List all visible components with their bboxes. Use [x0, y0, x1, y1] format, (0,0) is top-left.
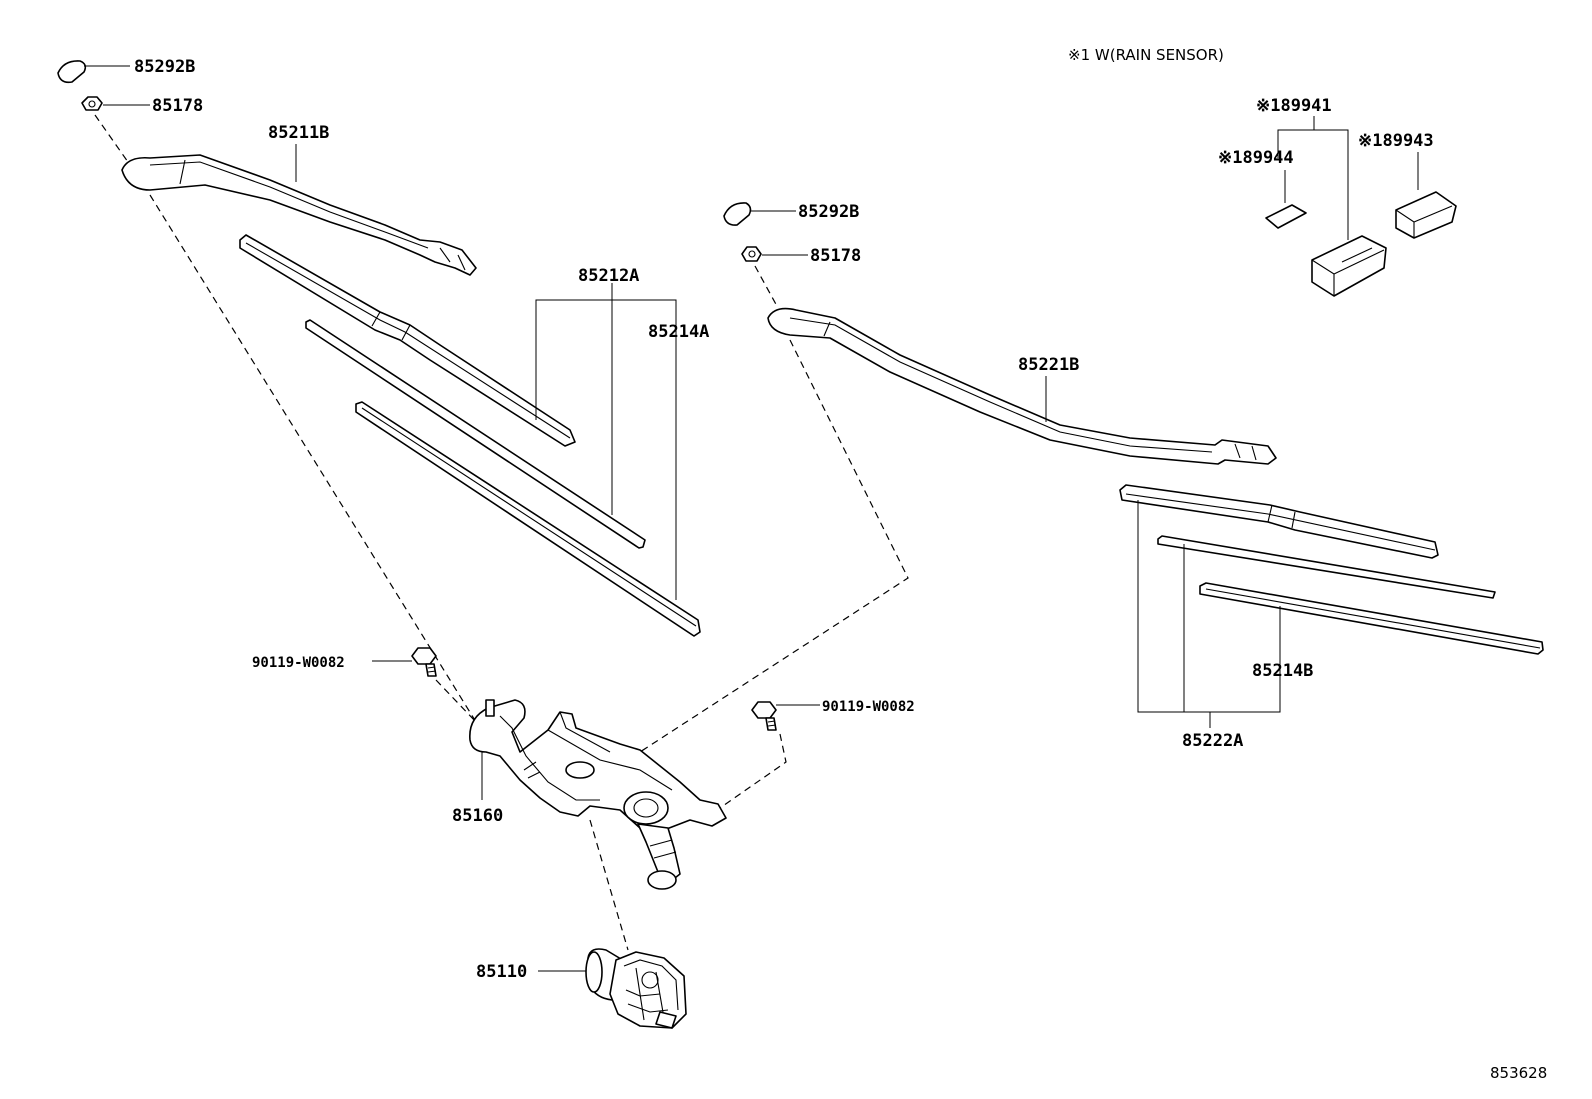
- wiper-linkage-85160[interactable]: [469, 699, 727, 890]
- label-85214a: 85214A: [648, 322, 709, 342]
- label-85110: 85110: [476, 962, 527, 982]
- cap-85292b-right[interactable]: [723, 202, 752, 226]
- label-85222a: 85222A: [1182, 731, 1243, 751]
- wiper-arm-85211b[interactable]: [121, 154, 477, 276]
- label-85292b-mid: 85292B: [798, 202, 859, 222]
- sensor-pad-89944[interactable]: [1265, 204, 1307, 229]
- nut-85178-right[interactable]: [741, 246, 762, 262]
- wiper-blade-85222a[interactable]: [1119, 484, 1439, 559]
- label-bolt-left: 90119-W0082: [252, 655, 345, 671]
- label-85178-mid: 85178: [810, 246, 861, 266]
- label-85292b-top: 85292B: [134, 57, 195, 77]
- diagram-id: 853628: [1490, 1064, 1547, 1082]
- cap-85292b-left[interactable]: [57, 60, 87, 84]
- label-89944: ※189944: [1218, 148, 1294, 168]
- label-85160: 85160: [452, 806, 503, 826]
- label-89943: ※189943: [1358, 131, 1434, 151]
- sensor-cover-89943[interactable]: [1395, 191, 1457, 239]
- label-85212a: 85212A: [578, 266, 639, 286]
- bolt-90119-w0082-left[interactable]: [411, 647, 437, 677]
- bolt-90119-w0082-right[interactable]: [751, 701, 777, 731]
- rain-sensor-note: ※1 W(RAIN SENSOR): [1068, 46, 1224, 64]
- wiper-blade-85212a[interactable]: [239, 234, 576, 447]
- blade-refill-85214b[interactable]: [1199, 582, 1544, 655]
- label-85211b: 85211B: [268, 123, 329, 143]
- label-85214b: 85214B: [1252, 661, 1313, 681]
- nut-85178-left[interactable]: [81, 96, 103, 111]
- blade-rubber-85222a[interactable]: [1157, 535, 1496, 599]
- blade-rubber-85212a[interactable]: [305, 319, 646, 549]
- wiper-arm-85221b[interactable]: [767, 307, 1277, 465]
- label-85221b: 85221B: [1018, 355, 1079, 375]
- label-bolt-right: 90119-W0082: [822, 699, 915, 715]
- label-85178-top: 85178: [152, 96, 203, 116]
- blade-refill-85214a[interactable]: [355, 401, 701, 637]
- label-89941: ※189941: [1256, 96, 1332, 116]
- wiper-motor-85110[interactable]: [585, 948, 687, 1029]
- rain-sensor-89941[interactable]: [1311, 235, 1387, 297]
